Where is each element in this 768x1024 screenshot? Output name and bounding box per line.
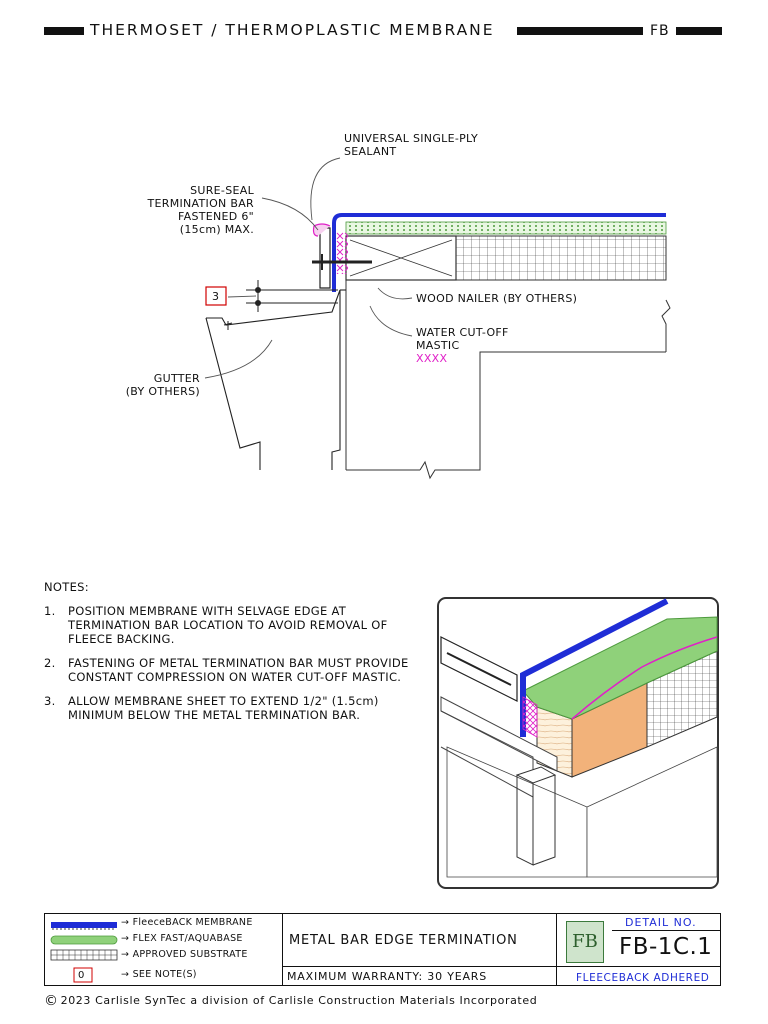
arrow-right-icon: →: [121, 969, 130, 980]
note-tag: 3: [212, 290, 220, 303]
sealant-callout: UNIVERSAL SINGLE-PLY SEALANT: [344, 132, 479, 158]
notes-heading: NOTES:: [44, 580, 89, 594]
gutter-callout: GUTTER (BY OTHERS): [125, 372, 200, 398]
legend-swatches: [50, 922, 118, 983]
fb-logo-text: FB: [572, 931, 598, 952]
copyright: ©2023 Carlisle SynTec a division of Carl…: [44, 993, 538, 1009]
note-item: 1. POSITION MEMBRANE WITH SELVAGE EDGE A…: [44, 604, 388, 646]
detail-no-label: DETAIL NO.: [625, 916, 697, 929]
legend-item: → SEE NOTE(S): [121, 969, 197, 980]
legend-note-tag: 0: [78, 970, 85, 981]
warranty: MAXIMUM WARRANTY: 30 YEARS: [287, 970, 488, 983]
arrow-right-icon: →: [121, 917, 130, 928]
legend-item: → FleeceBACK MEMBRANE: [121, 917, 253, 928]
mastic-callout: WATER CUT-OFF MASTIC XXXX: [416, 326, 509, 365]
title-divider: [556, 914, 557, 985]
legend-item: → APPROVED SUBSTRATE: [121, 949, 248, 960]
wood-nailer-callout: WOOD NAILER (BY OTHERS): [416, 292, 578, 305]
legend-divider: [282, 914, 283, 985]
arrow-right-icon: →: [121, 949, 130, 960]
header-bar-middle: [517, 27, 643, 35]
detail-title: METAL BAR EDGE TERMINATION: [289, 933, 518, 948]
header-title: THERMOSET / THERMOPLASTIC MEMBRANE: [90, 21, 495, 39]
termination-bar-callout: SURE-SEAL TERMINATION BAR FASTENED 6" (1…: [147, 184, 254, 236]
detail-number: FB-1C.1: [619, 934, 713, 960]
header-code: FB: [650, 23, 670, 39]
system-name: FLEECEBACK ADHERED: [576, 972, 710, 984]
note-item: 2. FASTENING OF METAL TERMINATION BAR MU…: [44, 656, 409, 684]
header-bar-right: [676, 27, 722, 35]
notes-section: NOTES: 1. POSITION MEMBRANE WITH SELVAGE…: [44, 580, 409, 722]
detail-no-divider: [612, 930, 720, 931]
title-block: → FleeceBACK MEMBRANE → FLEX FAST/AQUABA…: [44, 913, 721, 986]
legend-item: → FLEX FAST/AQUABASE: [121, 933, 243, 944]
arrow-right-icon: →: [121, 933, 130, 944]
isometric-illustration: [437, 597, 719, 889]
fb-logo: FB: [566, 921, 604, 963]
system-divider: [556, 966, 720, 967]
section-detail-drawing: [204, 157, 671, 480]
header-bar-left: [44, 27, 84, 35]
warranty-divider: [282, 966, 556, 967]
note-item: 3. ALLOW MEMBRANE SHEET TO EXTEND 1/2" (…: [44, 694, 379, 722]
copyright-icon: ©: [44, 993, 59, 1009]
